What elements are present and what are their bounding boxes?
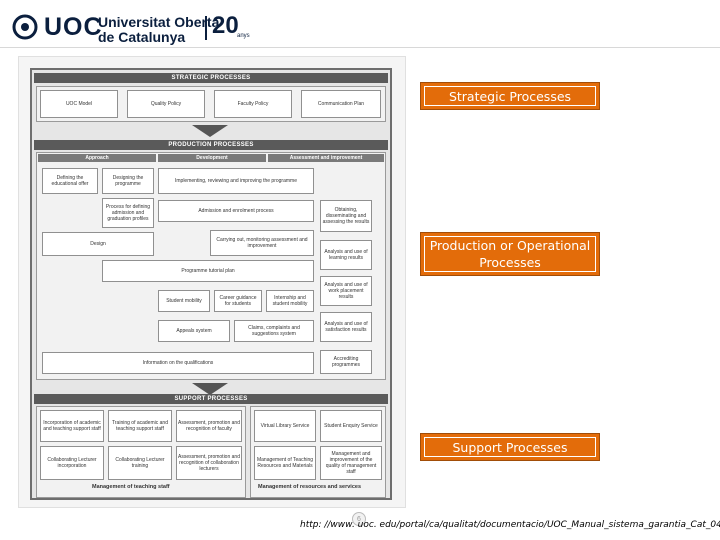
assessment-item: Analysis and use of work placement resul… (320, 276, 372, 306)
development-item: Information on the qualifications (42, 352, 314, 374)
development-item: Admission and enrolment process (158, 200, 314, 222)
callout-strategic-label: Strategic Processes (424, 86, 596, 106)
teaching-staff-item: Incorporation of academic and teaching s… (40, 410, 104, 442)
teaching-staff-item: Training of academic and teaching suppor… (108, 410, 172, 442)
header-separator (205, 16, 207, 40)
production-column-assessment: Assessment and improvement (268, 154, 384, 162)
resource-item: Student Enquiry Service (320, 410, 382, 442)
assessment-item: Obtaining, disseminating and assessing t… (320, 200, 372, 232)
development-item: Claims, complaints and suggestions syste… (234, 320, 314, 342)
teaching-staff-item: Assessment, promotion and recognition of… (176, 410, 242, 442)
resource-item: Management and improvement of the qualit… (320, 446, 382, 480)
page-number: 6 (352, 512, 366, 526)
strategic-item: UOC Model (40, 90, 118, 118)
approach-item: Designing the programme (102, 168, 154, 194)
strategic-processes-title: STRATEGIC PROCESSES (34, 73, 388, 83)
callout-strategic-processes: Strategic Processes (420, 82, 600, 110)
strategic-item: Quality Policy (127, 90, 205, 118)
flow-chevron-icon (192, 383, 228, 395)
resource-item: Virtual Library Service (254, 410, 316, 442)
approach-item: Defining the educational offer (42, 168, 98, 194)
uoc-logo-icon (12, 14, 38, 40)
callout-production-label: Production or Operational Processes (424, 236, 596, 272)
source-url[interactable]: http: //www. uoc. edu/portal/ca/qualitat… (300, 520, 720, 530)
process-map-diagram: STRATEGIC PROCESSES UOC Model Quality Po… (30, 68, 392, 500)
resources-services-label: Management of resources and services (258, 484, 362, 490)
strategic-item: Faculty Policy (214, 90, 292, 118)
teaching-staff-item: Collaborating Lecturer incorporation (40, 446, 104, 480)
development-item: Implementing, reviewing and improving th… (158, 168, 314, 194)
teaching-staff-label: Management of teaching staff (92, 484, 170, 490)
assessment-item: Analysis and use of learning results (320, 240, 372, 270)
header-divider (0, 47, 720, 48)
production-processes-title: PRODUCTION PROCESSES (34, 140, 388, 150)
development-item: Internship and student mobility (266, 290, 314, 312)
university-name-line1: Universitat Oberta (98, 14, 220, 30)
teaching-staff-item: Assessment, promotion and recognition of… (176, 446, 242, 480)
uoc-logo-text: UOC (44, 13, 103, 41)
production-column-development: Development (158, 154, 266, 162)
approach-item: Process for defining admission and gradu… (102, 198, 154, 228)
callout-support-label: Support Processes (424, 437, 596, 457)
development-item: Carrying out, monitoring assessment and … (210, 230, 314, 256)
resource-item: Management of Teaching Resources and Mat… (254, 446, 316, 480)
anniversary-label: anys (237, 33, 250, 39)
flow-chevron-icon (192, 125, 228, 137)
approach-item: Design (42, 232, 154, 256)
development-item: Programme tutorial plan (102, 260, 314, 282)
production-column-approach: Approach (38, 154, 156, 162)
callout-production-processes: Production or Operational Processes (420, 232, 600, 276)
support-processes-title: SUPPORT PROCESSES (34, 394, 388, 404)
assessment-item: Analysis and use of satisfaction results (320, 312, 372, 342)
assessment-item: Accrediting programmes (320, 350, 372, 374)
callout-support-processes: Support Processes (420, 433, 600, 461)
teaching-staff-item: Collaborating Lecturer training (108, 446, 172, 480)
university-name-line2: de Catalunya (98, 29, 186, 45)
development-item: Appeals system (158, 320, 230, 342)
development-item: Student mobility (158, 290, 210, 312)
development-item: Career guidance for students (214, 290, 262, 312)
anniversary-number: 20 (212, 12, 239, 39)
strategic-item: Communication Plan (301, 90, 381, 118)
